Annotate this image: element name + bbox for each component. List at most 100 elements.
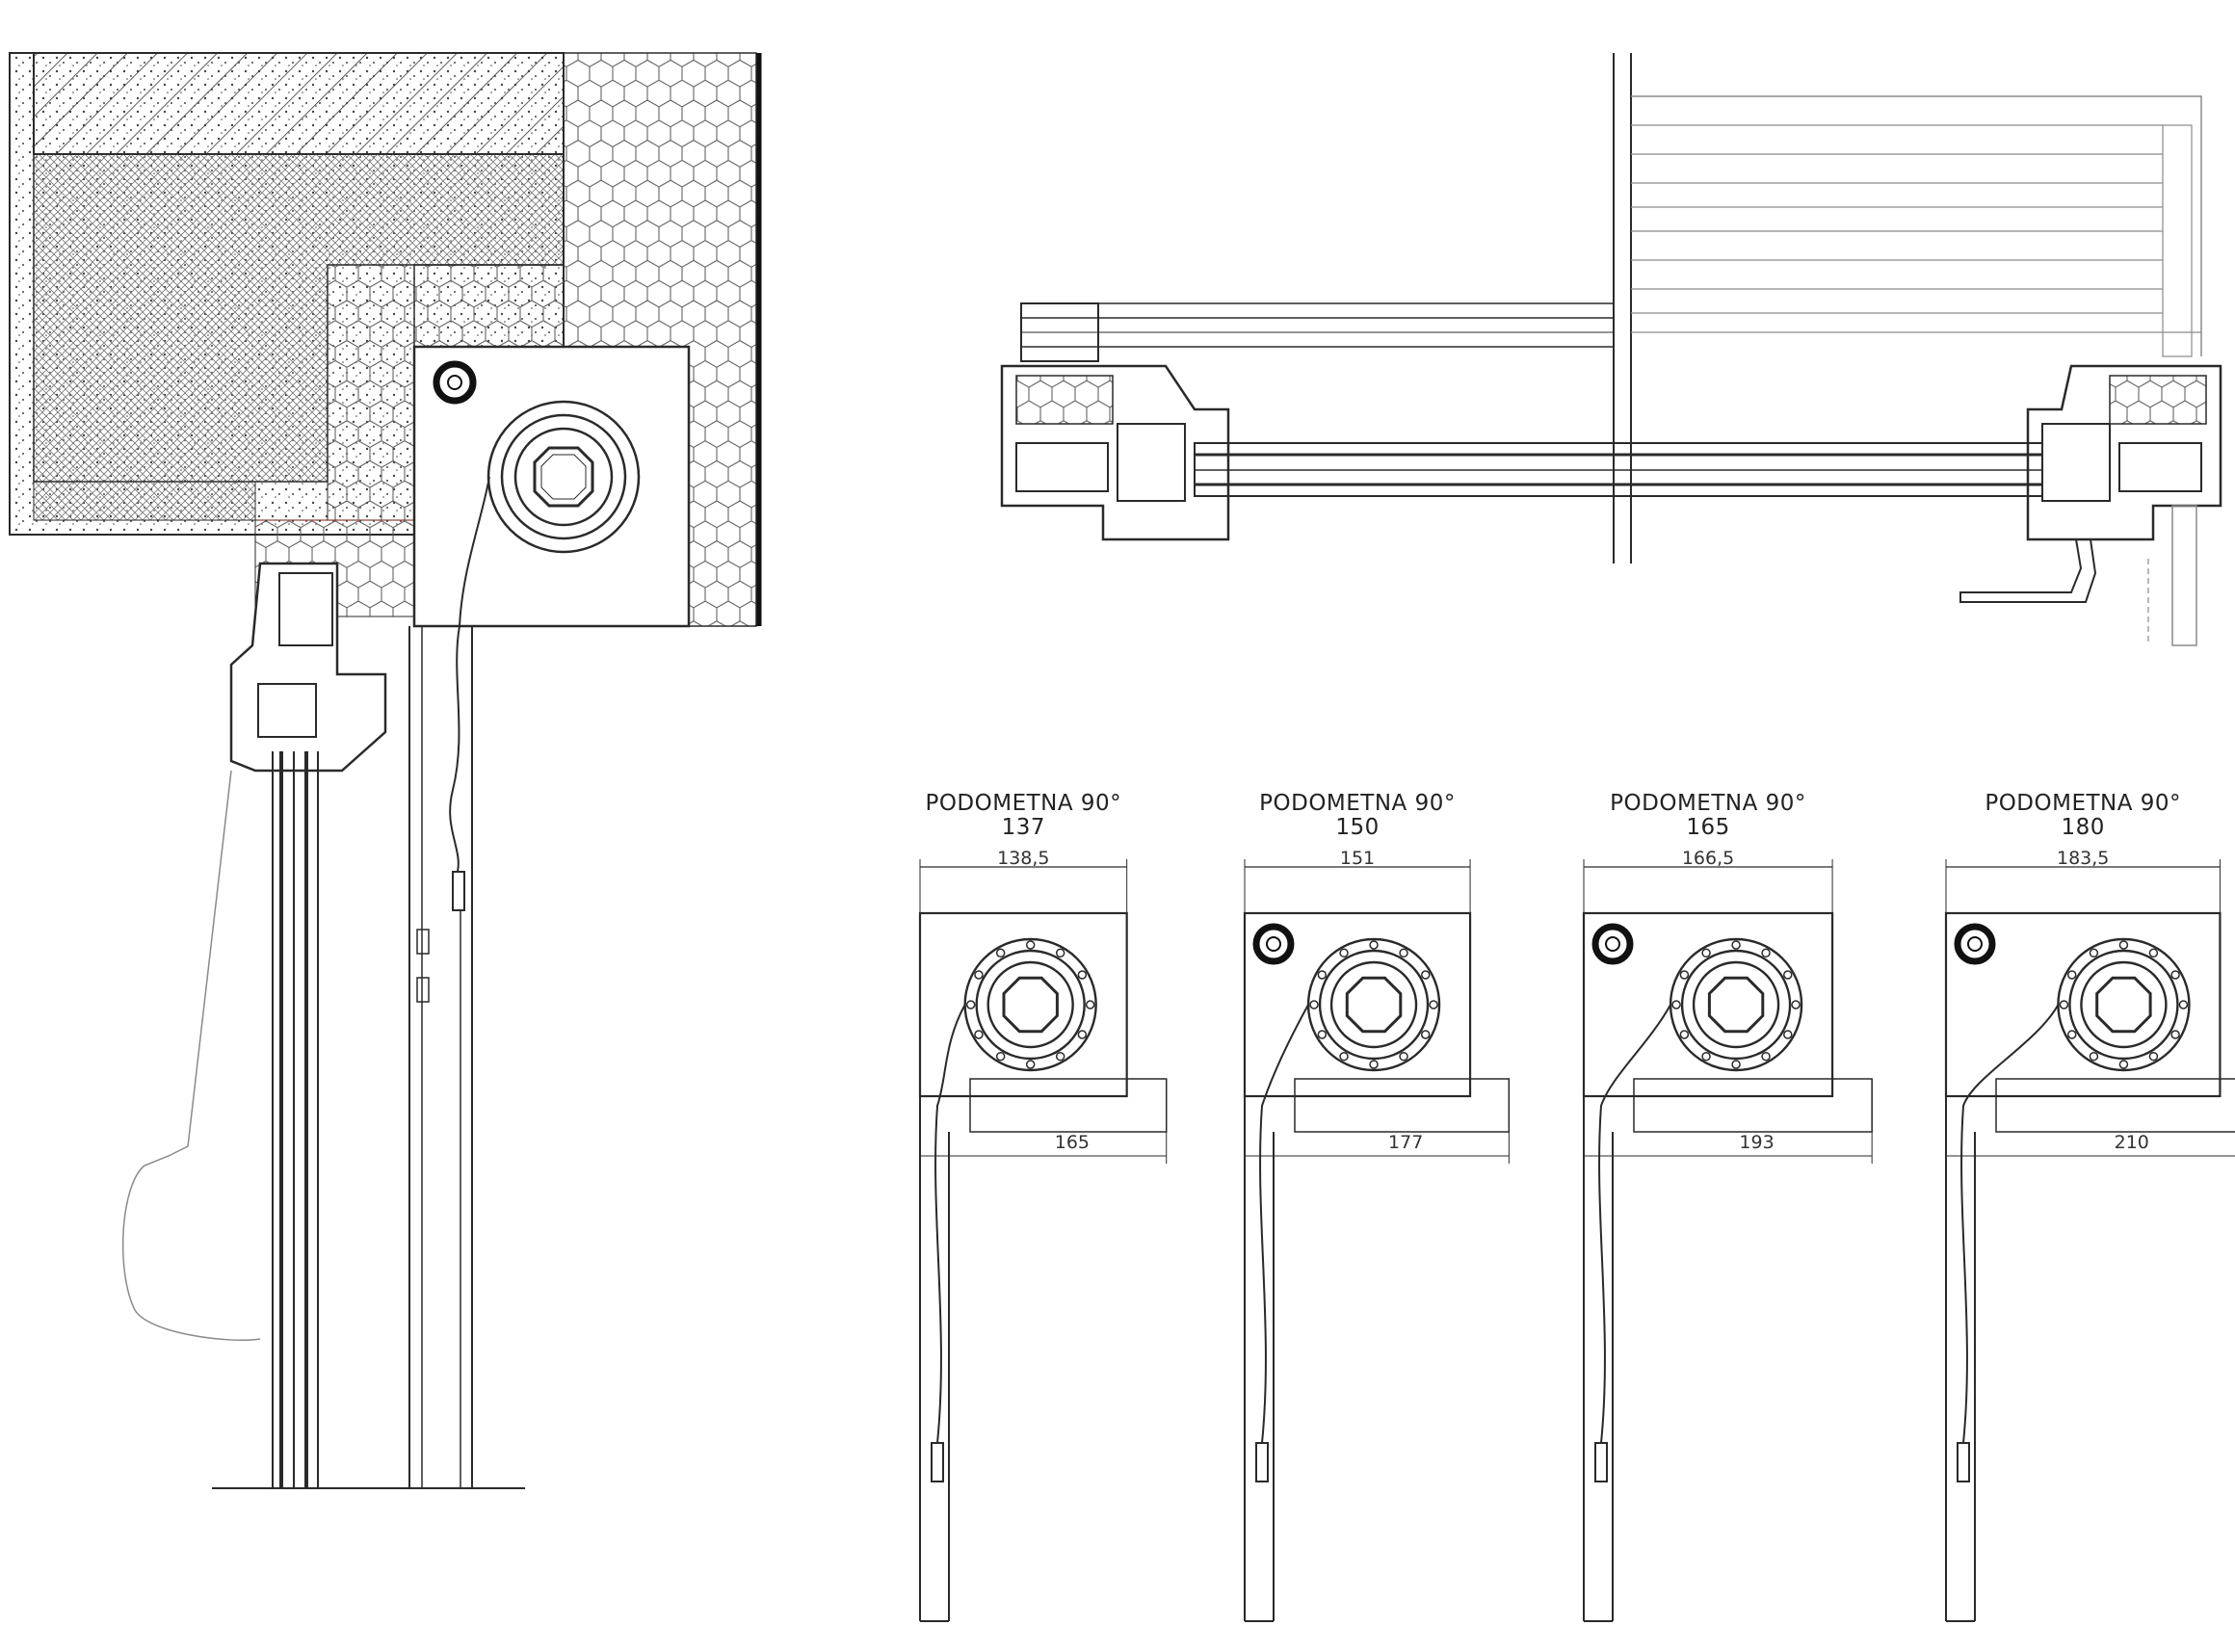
shutter-roll-ring [1318,949,1430,1061]
bottom-slat [1255,1442,1269,1482]
shutter-curtain [1259,1004,1309,1444]
bottom-slat [1957,1442,1970,1482]
box-width-label: 166,5 [1681,848,1735,869]
variant-type-label: PODOMETNA 90° [1259,791,1456,816]
shutter-curtain [1598,1004,1671,1444]
axle-core-icon [1605,936,1620,952]
slat-joint-icon [1399,948,1408,958]
axle-core-icon [1266,936,1281,952]
shutter-roll-ring [963,937,1097,1072]
bottom-slat [931,1442,944,1482]
variant-drawing-137 [918,859,1168,1622]
box-width-label: 151 [1339,848,1376,869]
reveal-width-label: 193 [1739,1132,1775,1153]
horizontal-section-drawing [1000,53,2222,646]
variant-drawing-165 [1582,859,1873,1622]
axle-tube-icon [1252,923,1295,965]
slat-joint-icon [1679,1030,1690,1039]
slat-joint-icon [1369,1060,1379,1069]
slat-joint-icon [2170,970,2180,980]
shutter-roll-ring [1680,949,1792,1061]
shutter-roll-ring [2080,960,2168,1049]
variant-size-label: 180 [2061,815,2105,840]
variant-type-label: PODOMETNA 90° [925,791,1122,816]
shutter-curtain [934,1004,966,1444]
slat-joint-icon [1339,948,1349,958]
slat-joint-icon [2170,1030,2180,1039]
slat-joint-icon [2089,948,2099,958]
shutter-roll-ring [1692,960,1780,1049]
slat-joint-icon [1731,1060,1741,1069]
slat-joint-icon [1055,948,1065,958]
slat-joint-icon [965,1000,976,1010]
slat-joint-icon [1761,1051,1771,1062]
variants-group [918,859,2235,1622]
variant-title: PODOMETNA 90°165 [1564,792,1853,840]
variant-type-label: PODOMETNA 90° [1610,791,1806,816]
slat-joint-icon [1701,1051,1711,1062]
slat-joint-icon [1783,970,1793,980]
slat-joint-icon [1399,1051,1408,1062]
slat-joint-icon [1420,970,1431,980]
slat-joint-icon [1701,948,1711,958]
slat-joint-icon [2066,970,2077,980]
slat-joint-icon [2148,948,2159,958]
variant-size-label: 150 [1335,815,1380,840]
slat-joint-icon [995,1051,1006,1062]
slat-joint-icon [1791,1000,1801,1010]
variant-title: PODOMETNA 90°137 [879,792,1168,840]
slat-joint-icon [974,1030,984,1039]
octagonal-shaft [2095,976,2152,1034]
slat-joint-icon [2118,1060,2129,1069]
variant-drawing-150 [1243,859,1511,1622]
slat-joint-icon [1339,1051,1349,1062]
variant-size-label: 165 [1686,815,1730,840]
slat-joint-icon [2148,1051,2159,1062]
slat-joint-icon [1317,970,1328,980]
shutter-roll-ring [975,949,1086,1061]
shutter-roll-ring [986,960,1074,1049]
main-section-drawing [9,52,762,1489]
slat-joint-icon [1055,1051,1065,1062]
axle-core-icon [1967,936,1983,952]
variant-title: PODOMETNA 90°180 [1938,792,2227,840]
slat-joint-icon [1429,1000,1438,1010]
variant-drawing-180 [1944,859,2235,1622]
slat-joint-icon [1085,1000,1095,1010]
slat-joint-icon [1025,1060,1036,1069]
slat-joint-icon [1077,970,1088,980]
shutter-box [918,911,1128,1098]
shutter-roll-ring [1329,960,1418,1049]
slat-joint-icon [1783,1030,1793,1039]
slat-joint-icon [1317,1030,1328,1039]
slat-joint-icon [1025,940,1036,950]
reveal-width-label: 165 [1054,1132,1090,1153]
reveal-sill [1995,1078,2235,1133]
bottom-slat [1594,1442,1608,1482]
main-rolled-shutter [459,400,641,627]
slat-joint-icon [1679,970,1690,980]
octagonal-shaft [1002,976,1059,1034]
slat-joint-icon [2066,1030,2077,1039]
octagonal-shaft [1345,976,1403,1034]
reveal-width-label: 210 [2114,1132,2149,1153]
slat-joint-icon [2089,1051,2099,1062]
axle-tube-icon [1591,923,1634,965]
variant-size-label: 137 [1001,815,1046,840]
slat-joint-icon [995,948,1006,958]
slat-joint-icon [1369,940,1379,950]
variant-title: PODOMETNA 90°150 [1213,792,1502,840]
octagonal-shaft [1707,976,1765,1034]
slat-joint-icon [2178,1000,2189,1010]
slat-joint-icon [1761,948,1771,958]
slat-joint-icon [1671,1000,1681,1010]
shutter-roll-ring [2068,949,2179,1061]
slat-joint-icon [1731,940,1741,950]
slat-joint-icon [2059,1000,2069,1010]
shutter-curtain [1960,1004,2060,1444]
slat-joint-icon [1077,1030,1088,1039]
axle-tube-icon [1954,923,1996,965]
reveal-width-label: 177 [1388,1132,1424,1153]
slat-joint-icon [1309,1000,1319,1010]
